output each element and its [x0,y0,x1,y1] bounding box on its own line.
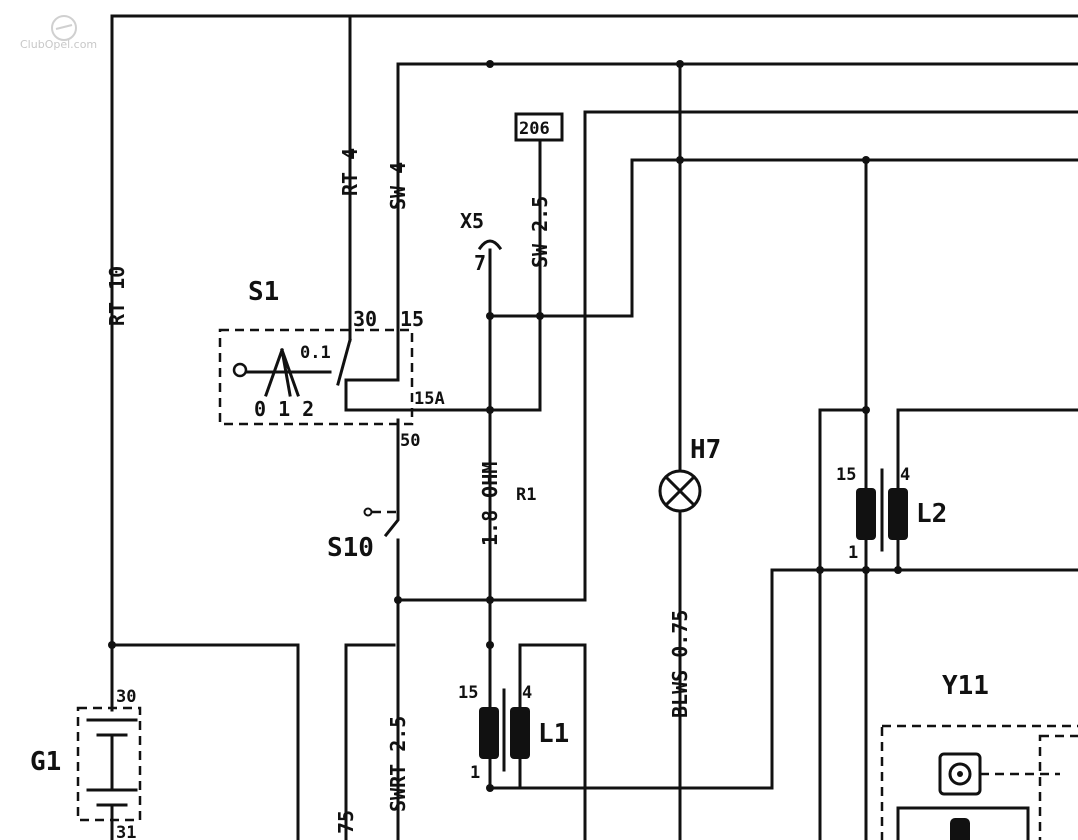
wire-g1-tap [110,643,300,840]
x5-connector-symbol [477,239,503,251]
label-r1: R1 [516,485,536,505]
pin-x5-7: 7 [474,251,486,275]
pin-s1-50: 50 [400,431,420,451]
pin-g1-30: 30 [116,687,136,707]
connector-206 [514,112,564,142]
label-connector-206: 206 [519,119,550,139]
label-s10: S10 [327,533,374,563]
h7-lamp [658,469,702,513]
pin-l2-15: 15 [836,465,856,485]
l2-coil [856,468,908,552]
label-s1: S1 [248,277,279,307]
pin-s1-15: 15 [400,307,424,331]
label-h7: H7 [690,435,721,465]
label-l2: L2 [916,499,947,529]
g1-battery [76,706,142,840]
label-l1: L1 [538,719,569,749]
pin-l1-15: 15 [458,683,478,703]
wire-l2-left [818,408,868,840]
wire-label-sw25: SW 2.5 [528,196,552,268]
pin-s1-01: 0.1 [300,343,331,363]
pin-g1-31: 31 [116,823,136,840]
pin-s1-012: 0 1 2 [254,397,314,421]
pin-l2-1: 1 [848,543,858,563]
y11-module [880,724,1078,840]
l1-coil [479,643,530,790]
wire-206-lead [488,138,542,412]
watermark-logo: ClubOpel.com [20,15,97,51]
wire-x5-tap [488,158,634,318]
pin-l1-1: 1 [470,763,480,783]
wire-label-ohm: 1.8 OHM [478,462,502,546]
wire-label-sw4: SW 4 [386,162,410,210]
junctions [108,60,902,792]
wire-label-rt10: RT 10 [105,266,129,326]
pin-l2-4: 4 [900,465,910,485]
label-x5: X5 [460,209,484,233]
wires [110,14,1078,840]
wire-label-blws: BLWS 0.75 [668,610,692,718]
labels: RT 10 RT 4 SW 4 SW 2.5 1.8 OHM BLWS 0.75… [30,119,989,840]
s10-switch [363,498,400,538]
wire-s10-bus [396,110,587,602]
pin-l1-4: 4 [522,683,532,703]
label-y11: Y11 [942,671,989,701]
label-g1: G1 [30,747,61,777]
wire-label-75: 75 [334,810,358,834]
watermark-text: ClubOpel.com [20,38,97,51]
wire-l2-top [896,408,1078,492]
wire-l1-out [488,568,1078,790]
s1-switch [218,328,414,426]
wire-l1-right [518,643,587,840]
wire-label-rt4: RT 4 [338,148,362,196]
wire-label-swrt: SWRT 2.5 [386,716,410,812]
wire-l1-left [344,643,396,840]
pin-s1-30: 30 [353,307,377,331]
pin-s1-15a: 15A [414,389,445,409]
